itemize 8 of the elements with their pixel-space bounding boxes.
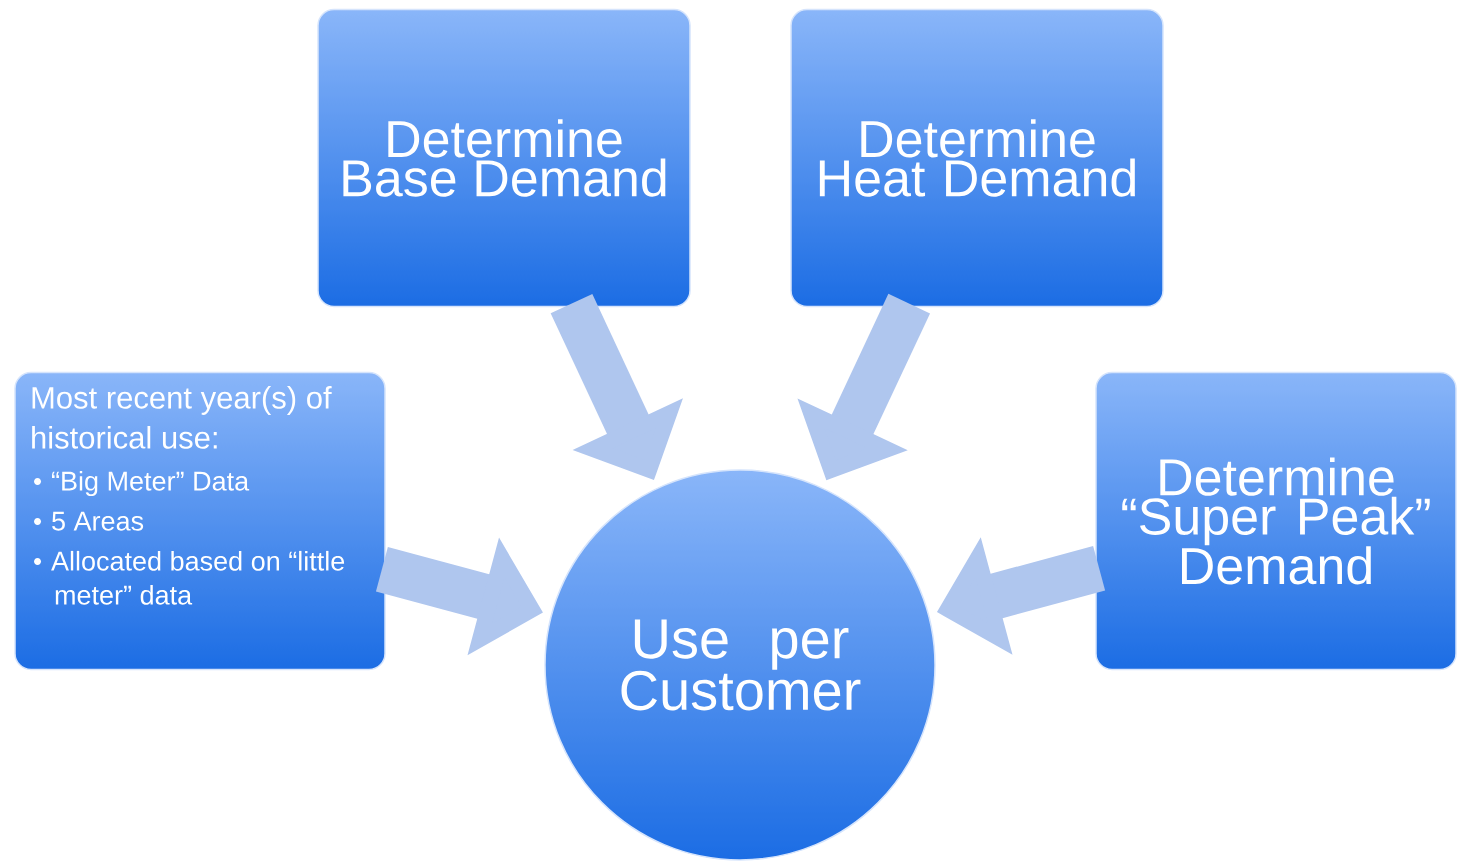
bullet-text: Allocated based on “little meter” data xyxy=(51,550,345,605)
info-box xyxy=(14,371,386,671)
process-box: Determine Base Demand xyxy=(317,8,691,308)
process-box: Determine “Super Peak” Demand xyxy=(1095,371,1457,671)
process-box: Determine Heat Demand xyxy=(790,8,1164,308)
bullet-text: 5 Areas xyxy=(52,511,144,531)
bullet-text: “Big Meter” Data xyxy=(52,470,250,497)
heading-text: Most recent year(s) of historical use: xyxy=(32,386,332,449)
